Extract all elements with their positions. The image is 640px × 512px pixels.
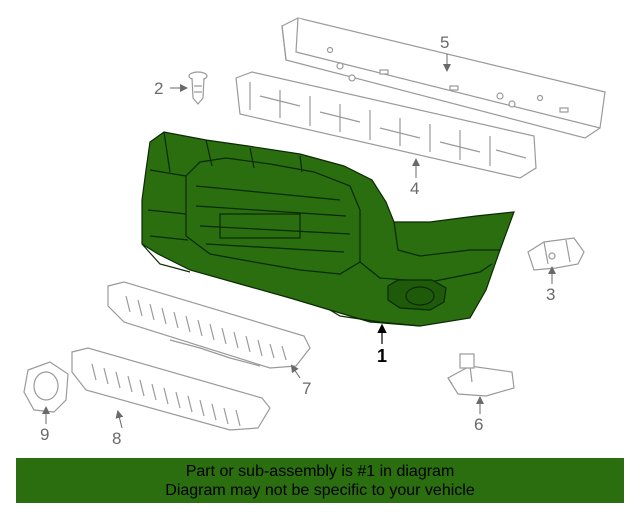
banner-line-1: Part or sub-assembly is #1 in diagram <box>185 462 455 480</box>
part-9-fog-bezel <box>23 361 69 413</box>
callout-6: 6 <box>474 415 483 434</box>
parts-diagram: 1 2 3 4 5 6 7 8 9 <box>23 17 606 448</box>
part-4-energy-absorber <box>235 71 537 179</box>
part-5-reinforcement-beam <box>281 17 606 139</box>
part-8-lower-grille <box>71 347 271 431</box>
callout-2: 2 <box>154 79 163 98</box>
part-6-clip-bracket <box>447 353 515 397</box>
callout-1: 1 <box>377 346 387 366</box>
callout-8: 8 <box>112 429 121 448</box>
callout-leaders <box>42 54 556 429</box>
callout-9: 9 <box>40 425 49 444</box>
callout-7: 7 <box>302 379 311 398</box>
info-banner: Part or sub-assembly is #1 in diagram Di… <box>16 458 624 503</box>
banner-line-2: Diagram may not be specific to your vehi… <box>165 481 475 499</box>
callout-4: 4 <box>410 179 419 198</box>
part-1-bumper-fascia <box>141 131 515 327</box>
part-3-bracket <box>527 237 585 271</box>
callout-5: 5 <box>440 33 449 52</box>
callout-3: 3 <box>546 285 555 304</box>
part-2-push-pin <box>188 71 208 105</box>
